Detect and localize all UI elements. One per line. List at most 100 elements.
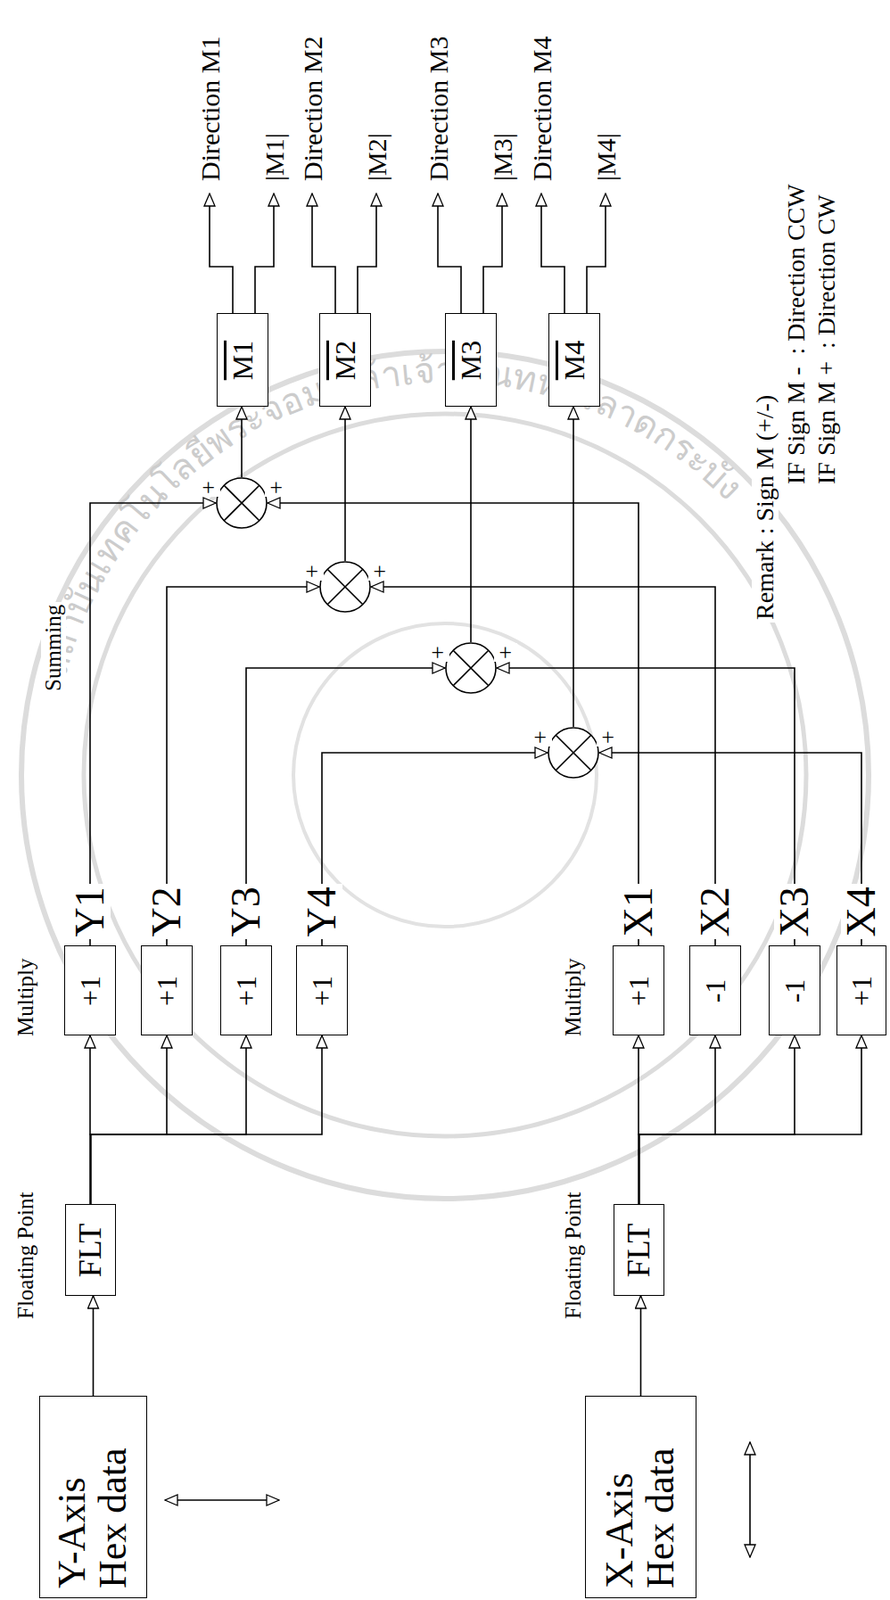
watermark-text: สถาบันเทคโนโลยีพระจอมเกล้าเจ้าคุณทหารลาด… xyxy=(32,349,751,680)
signal-name: Y3 xyxy=(225,883,267,940)
multiply-box: +1Y2 xyxy=(140,946,193,1037)
motor-box: M4 xyxy=(548,313,601,408)
output-label: Direction M1 xyxy=(195,33,225,184)
output-wire xyxy=(483,193,503,314)
sign-label: + xyxy=(596,727,620,747)
output-label: |M3| xyxy=(487,130,518,184)
summing-symbol xyxy=(547,726,600,779)
section-label: Multiply xyxy=(13,955,39,1039)
output-wire xyxy=(312,193,336,314)
motor-box: M3 xyxy=(445,313,497,408)
signal-connector xyxy=(90,1035,168,1204)
output-label: Direction M2 xyxy=(297,33,328,184)
axis-arrow xyxy=(749,1442,751,1558)
input-box: Y-Axis Hex data xyxy=(39,1395,148,1599)
box-label: FLT xyxy=(619,1223,658,1278)
box-label: +1 xyxy=(230,975,264,1006)
summing-junction: ++ xyxy=(215,477,268,529)
input-box: X-Axis Hex data xyxy=(585,1395,697,1599)
watermark-text: สถาบันเทคโนโลยีพระจอมเกล้าเจ้าคุณทหารลาด… xyxy=(32,349,751,680)
signal-name: Y1 xyxy=(69,883,111,940)
section-label: Multiply xyxy=(560,955,586,1039)
output-wire xyxy=(209,193,233,314)
seal-emblem xyxy=(293,623,597,927)
multiply-box: +1X4 xyxy=(836,946,887,1037)
section-label: Floating Point xyxy=(13,1189,39,1322)
signal-connector xyxy=(321,752,548,946)
signal-connector xyxy=(640,1295,643,1396)
box-label: FLT xyxy=(71,1223,109,1278)
sign-label: + xyxy=(426,642,450,662)
float-box: FLT xyxy=(65,1204,116,1297)
motor-label: M1 xyxy=(226,340,260,380)
output-wire xyxy=(255,193,274,314)
output-wire xyxy=(437,193,462,314)
signal-connector xyxy=(639,1035,717,1204)
signal-name: X4 xyxy=(840,883,882,940)
output-label: |M2| xyxy=(362,130,392,184)
box-label: +1 xyxy=(622,975,656,1006)
float-box: FLT xyxy=(613,1204,665,1297)
box-label: +1 xyxy=(150,975,184,1006)
signal-connector xyxy=(469,406,472,643)
signal-connector xyxy=(496,667,795,946)
signal-connector xyxy=(90,502,216,946)
output-label: |M4| xyxy=(591,130,621,184)
box-label: X-Axis Hex data xyxy=(599,1405,682,1589)
multiply-box: +1Y4 xyxy=(296,946,348,1037)
signal-name: X2 xyxy=(694,883,736,940)
seal-ring xyxy=(83,413,807,1137)
signal-connector xyxy=(370,586,716,946)
output-label: Direction M4 xyxy=(527,33,557,184)
motor-box: M2 xyxy=(319,313,371,408)
signal-connector xyxy=(90,1035,323,1204)
remark-note: IF Sign M - : Direction CCW xyxy=(782,181,811,487)
summing-symbol xyxy=(215,477,268,529)
remark-note: Remark : Sign M (+/-) xyxy=(751,392,780,623)
signal-name: X1 xyxy=(618,883,660,940)
signal-connector xyxy=(90,1035,248,1204)
signal-connector xyxy=(246,667,445,946)
multiply-box: +1Y1 xyxy=(64,946,116,1037)
signal-connector xyxy=(240,406,243,478)
motor-label: M4 xyxy=(558,340,592,380)
summing-junction: ++ xyxy=(319,560,371,613)
multiply-box: +1X1 xyxy=(612,946,665,1037)
signal-name: X3 xyxy=(774,883,816,940)
output-wire xyxy=(586,193,606,314)
box-label: +1 xyxy=(845,975,879,1006)
box-label: -1 xyxy=(778,979,812,1004)
summing-symbol xyxy=(445,642,497,694)
summing-symbol xyxy=(319,560,371,613)
sign-label: + xyxy=(197,477,221,497)
signal-connector xyxy=(267,502,639,946)
motor-label: M2 xyxy=(329,340,363,380)
remark-note: IF Sign M + : Direction CW xyxy=(813,191,841,487)
axis-arrow xyxy=(164,1499,280,1501)
sign-label: + xyxy=(264,477,289,497)
output-label: Direction M3 xyxy=(423,33,454,184)
signal-connector xyxy=(599,752,862,946)
signal-connector xyxy=(92,1295,95,1396)
output-label: |M1| xyxy=(259,130,289,184)
sign-label: + xyxy=(528,727,553,747)
signal-connector xyxy=(639,1035,863,1204)
signal-name: Y4 xyxy=(301,883,343,940)
box-label: Y-Axis Hex data xyxy=(51,1405,134,1589)
box-label: -1 xyxy=(699,979,733,1004)
section-label: Summing xyxy=(41,601,66,694)
multiply-box: +1Y3 xyxy=(220,946,272,1037)
multiply-box: -1X2 xyxy=(689,946,742,1037)
signal-connector xyxy=(166,586,320,946)
signal-connector xyxy=(639,1035,796,1204)
summing-junction: ++ xyxy=(445,642,497,694)
signal-connector xyxy=(572,406,575,727)
sign-label: + xyxy=(368,561,392,581)
summing-junction: ++ xyxy=(547,726,600,779)
sign-label: + xyxy=(300,561,324,581)
box-label: +1 xyxy=(74,975,108,1006)
output-wire xyxy=(357,193,377,314)
